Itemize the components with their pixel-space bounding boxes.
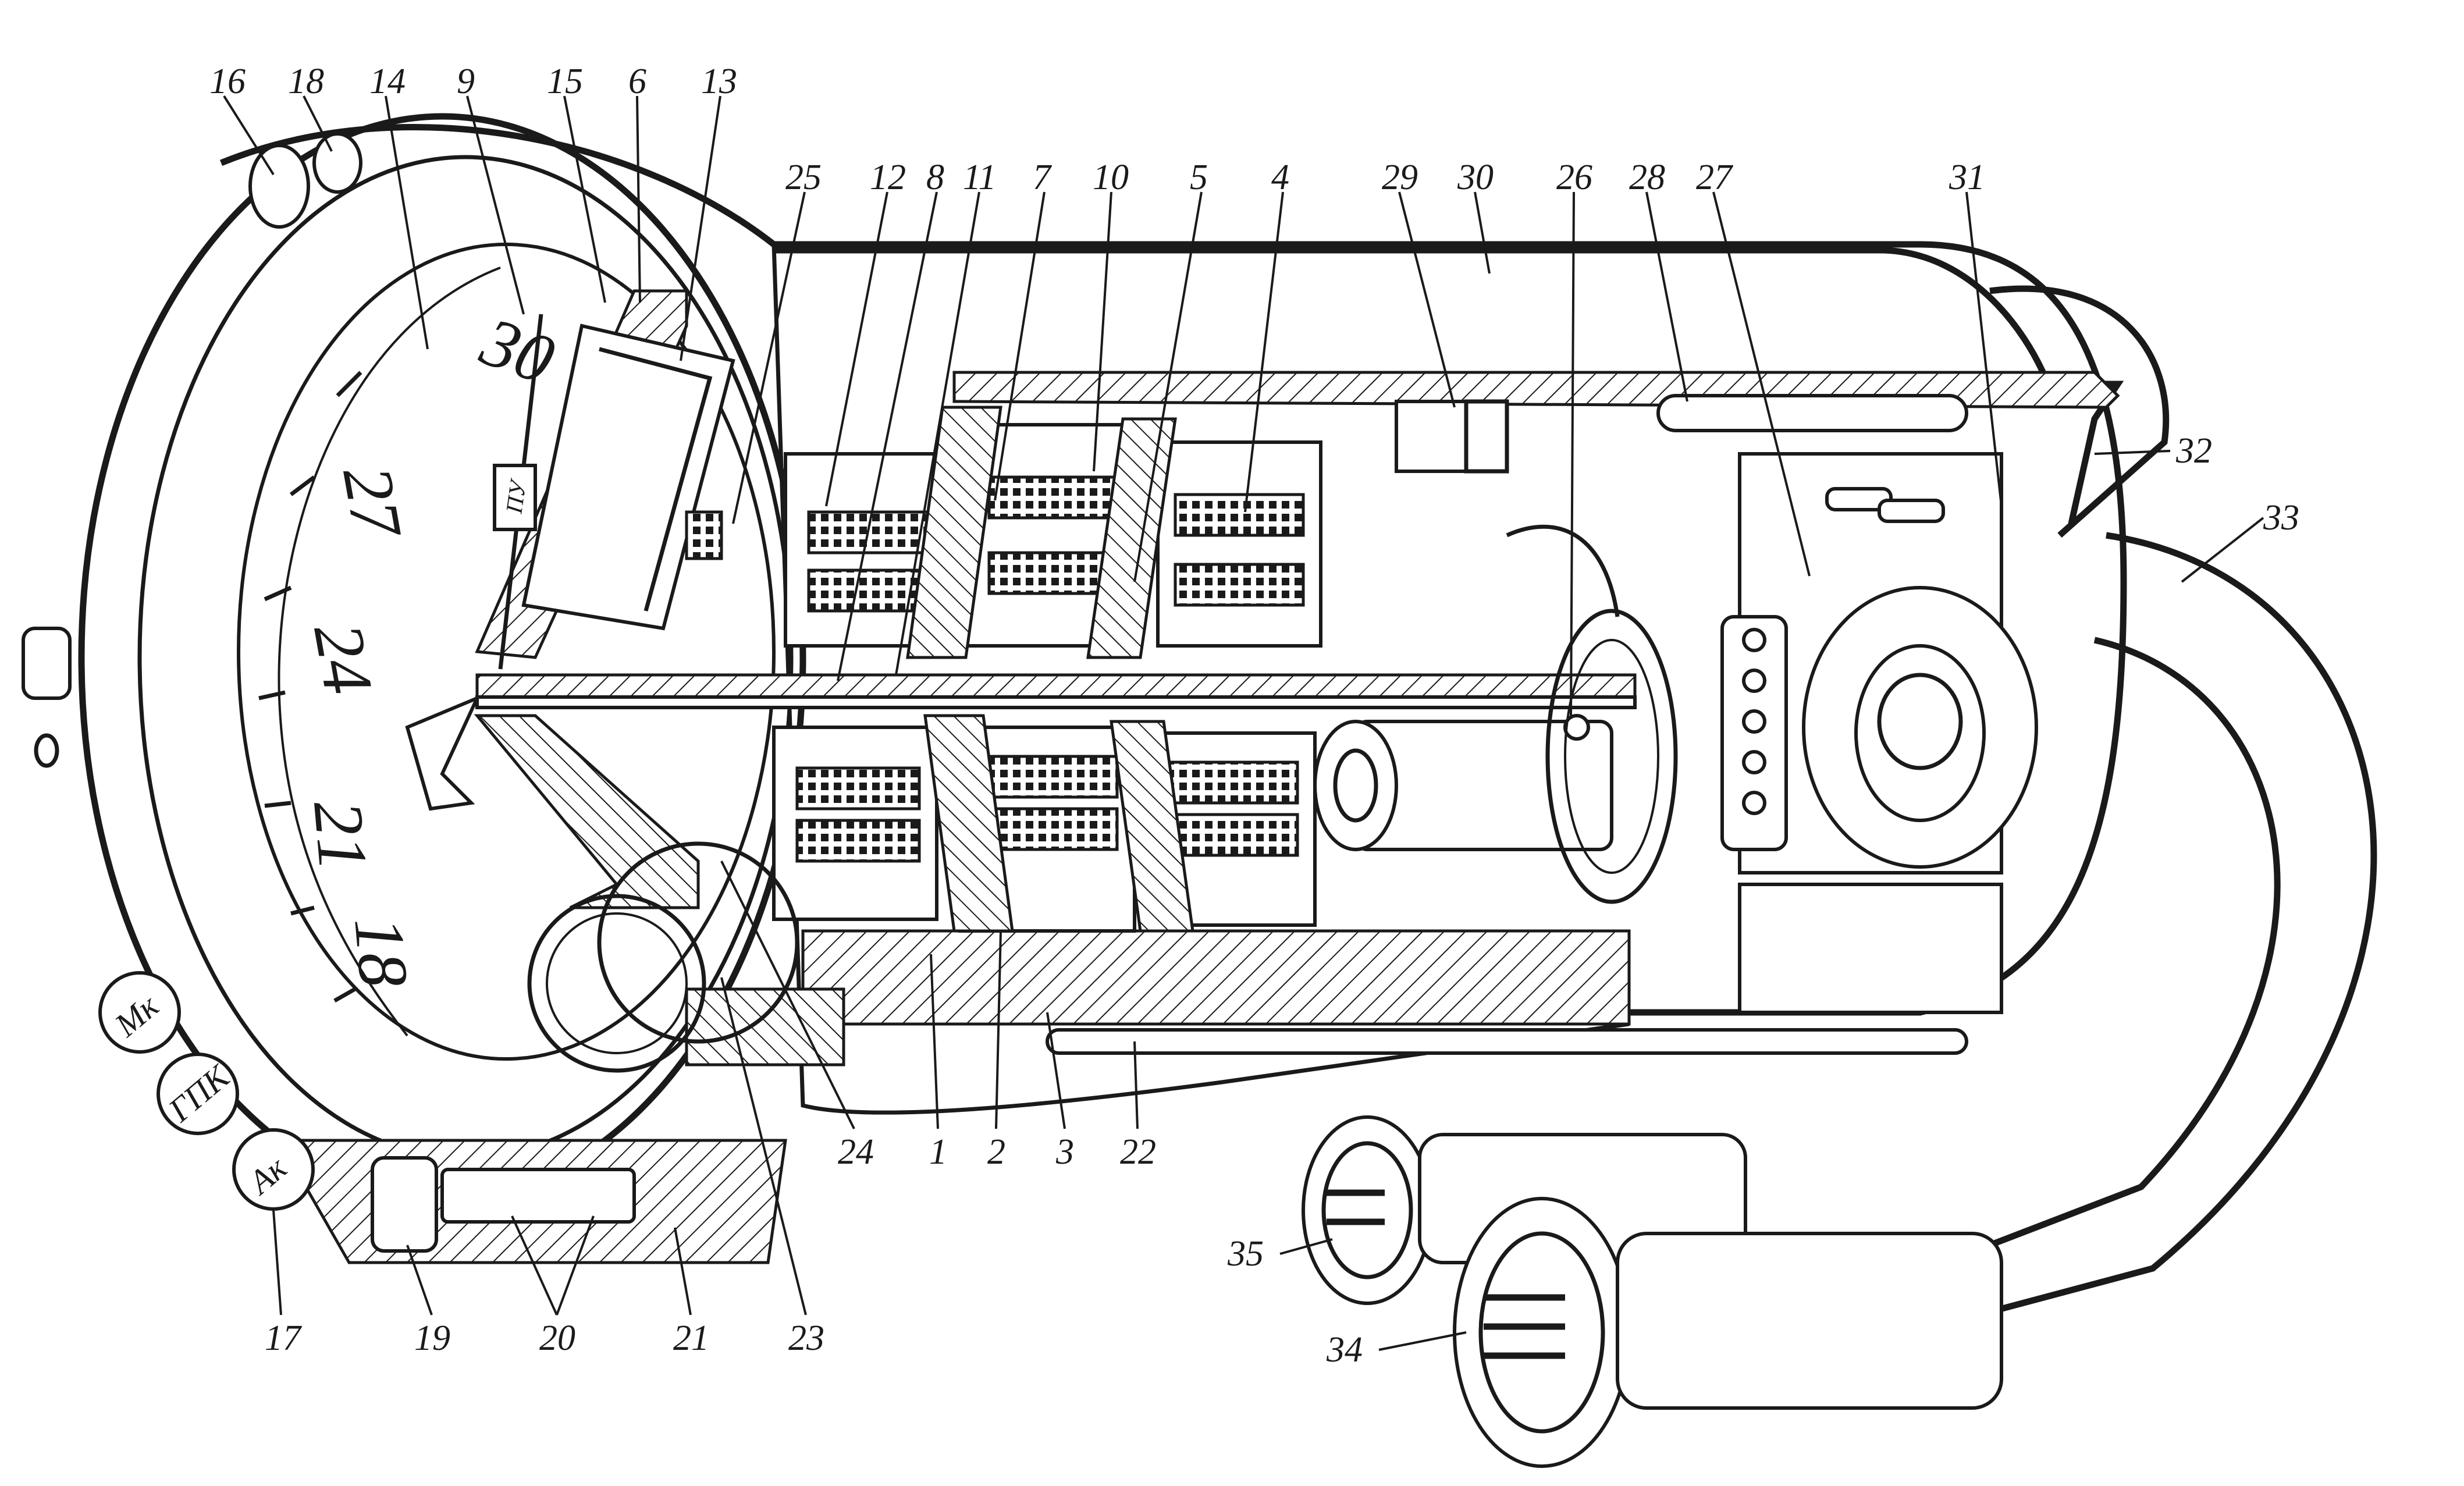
callout-29: 29	[1382, 158, 1418, 197]
callout-10: 10	[1093, 158, 1129, 197]
potentiometer-box	[1395, 400, 1509, 473]
mode-buttons: Мк ГПК Ак	[98, 971, 315, 1211]
lamp-18	[312, 132, 362, 194]
rear-cap	[1989, 285, 2170, 538]
segment-separator	[1110, 720, 1194, 933]
upper-gear-segment	[1506, 524, 1620, 617]
callout-6: 6	[628, 62, 646, 101]
callout-24: 24	[838, 1132, 874, 1172]
scale-label-24: 24	[299, 617, 387, 699]
callout-28: 28	[1629, 158, 1665, 197]
callout-5: 5	[1190, 158, 1208, 197]
leader-lines	[223, 95, 2264, 1351]
terminal-plate	[1720, 452, 2038, 1014]
contact-pack	[795, 819, 921, 863]
bezel-screw	[22, 627, 72, 700]
callout-1: 1	[929, 1132, 947, 1172]
main-shaft	[475, 673, 1637, 699]
contact-pack	[987, 475, 1125, 520]
button-gpk[interactable]	[157, 1053, 239, 1135]
tie-rod	[1656, 394, 1968, 432]
callout-32: 32	[2175, 431, 2212, 471]
setting-knob-19[interactable]	[371, 1156, 438, 1253]
callout-12: 12	[870, 158, 906, 197]
contact-pack	[1168, 813, 1299, 857]
bezel-hardware	[22, 132, 362, 768]
body-lower-outline	[771, 244, 1630, 1115]
lower-tie-rod	[1046, 1028, 1968, 1055]
motor-assembly	[1046, 394, 1968, 1055]
contact-pack	[1168, 760, 1299, 805]
callout-7: 7	[1033, 158, 1053, 197]
callout-30: 30	[1457, 158, 1494, 197]
gear-second	[597, 841, 799, 1044]
cable-harness-inner	[1989, 637, 2281, 1249]
connector-34-body	[1616, 1232, 2003, 1410]
callout-33: 33	[2263, 498, 2299, 538]
contact-pack	[982, 755, 1119, 799]
callout-8: 8	[926, 158, 944, 197]
base-block	[685, 987, 845, 1066]
callout-19: 19	[414, 1318, 450, 1358]
adjust-knob-16	[248, 144, 310, 229]
callout-26: 26	[1556, 158, 1592, 197]
callout-35: 35	[1227, 1234, 1264, 1274]
segment-separator	[923, 714, 1014, 933]
connectors	[1302, 1115, 2003, 1468]
callout-21: 21	[673, 1318, 709, 1358]
segment-separator	[1086, 417, 1177, 659]
contact-pack	[795, 766, 921, 810]
callout-9: 9	[457, 62, 475, 101]
segment-separator	[906, 406, 1002, 659]
pointer-label: ПУ	[500, 477, 531, 516]
scale-label-21: 21	[299, 798, 382, 874]
contact-pack	[1174, 563, 1305, 607]
callout-13: 13	[701, 62, 737, 101]
dial-gear-train	[371, 841, 799, 1253]
relay-modules-upper	[784, 406, 1322, 659]
callout-4: 4	[1271, 158, 1289, 197]
dial-pointer: ПУ	[405, 314, 543, 811]
callout-2: 2	[987, 1132, 1005, 1172]
body-outline	[219, 124, 2127, 1016]
pointer-tag	[493, 464, 537, 531]
dial-mechanism-stack	[521, 323, 735, 631]
base-plate	[801, 929, 1631, 1026]
gear-wheel	[1545, 609, 1678, 904]
callout-11: 11	[963, 158, 996, 197]
callout-31: 31	[1949, 158, 1985, 197]
callout-16: 16	[209, 62, 246, 101]
callout-27: 27	[1696, 158, 1734, 197]
callout-25: 25	[785, 158, 822, 197]
callout-17: 17	[265, 1318, 303, 1358]
contact-pack	[1174, 493, 1305, 537]
callout-3: 3	[1055, 1132, 1074, 1172]
scale-label-27: 27	[328, 460, 417, 545]
callout-15: 15	[547, 62, 583, 101]
relay-modules-lower	[772, 714, 1317, 933]
contact-pack	[982, 807, 1119, 851]
button-ak[interactable]	[232, 1128, 315, 1211]
callout-34: 34	[1326, 1330, 1363, 1370]
callout-22: 22	[1120, 1132, 1156, 1172]
knob-shaft-20	[440, 1168, 636, 1224]
callout-14: 14	[369, 62, 406, 101]
scale-arc	[278, 266, 501, 1037]
aircraft-symbol	[405, 695, 481, 811]
callout-20: 20	[539, 1318, 575, 1358]
callout-18: 18	[288, 62, 324, 101]
callout-23: 23	[788, 1318, 824, 1358]
callout-labels: 16 18 14 9 15 6 13 25 12 8 11 7 10 5 4 2…	[209, 62, 2299, 1370]
gear-large	[527, 894, 706, 1073]
button-mk[interactable]	[98, 971, 181, 1054]
scale-label-18: 18	[340, 914, 423, 990]
cable-harness-outer	[1977, 532, 2377, 1318]
